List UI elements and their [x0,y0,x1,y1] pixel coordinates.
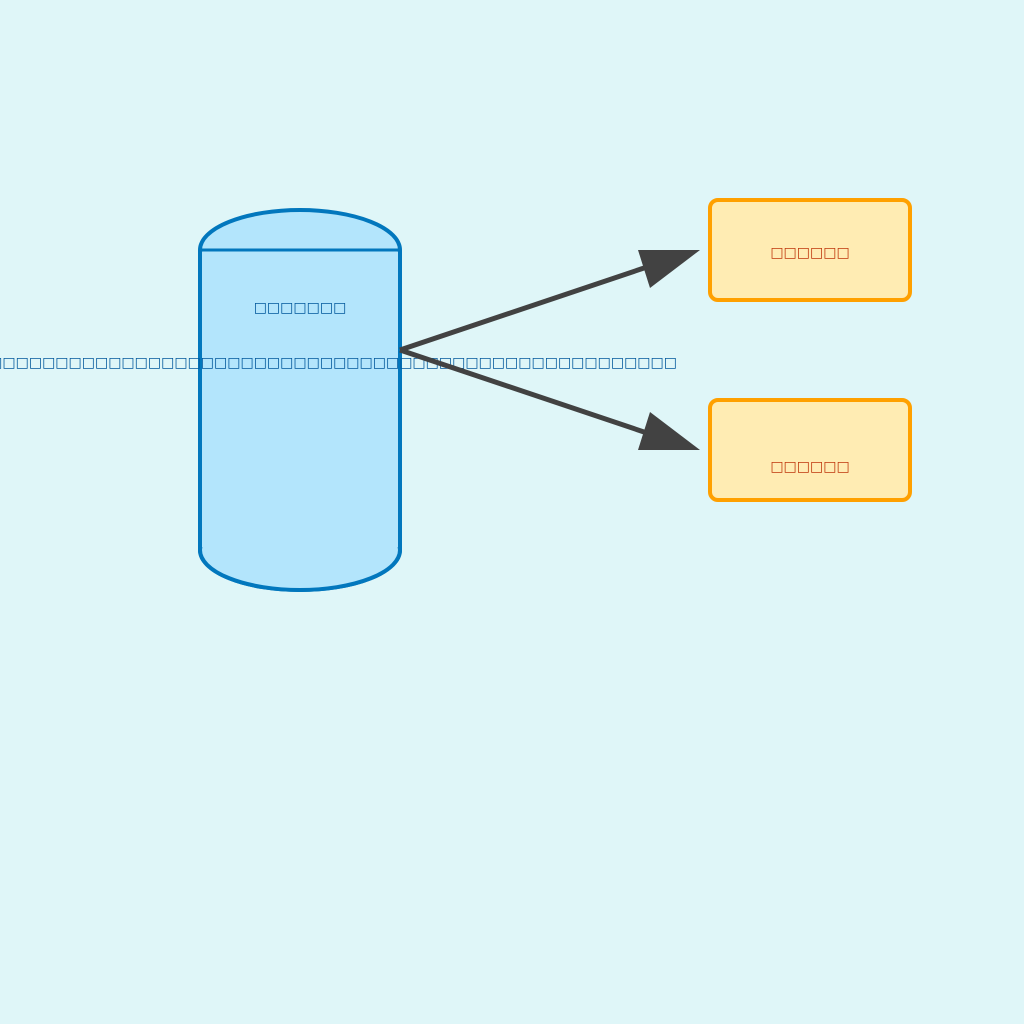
database-label: □□□□□□□ [254,300,347,316]
database-cylinder [198,208,402,592]
process-box-1 [708,198,912,302]
arrow-to-node-1 [399,250,700,353]
process-box-1-label: □□□□□□ [770,245,849,261]
arrow-to-node-2 [399,347,700,450]
database-annotation: □□□□□□□□□□□□□□□□□□□□□□□□□□□□□□□□□□□□□□□□… [0,355,677,371]
process-box-2-label: □□□□□□ [770,459,849,475]
process-box-2 [708,398,912,502]
